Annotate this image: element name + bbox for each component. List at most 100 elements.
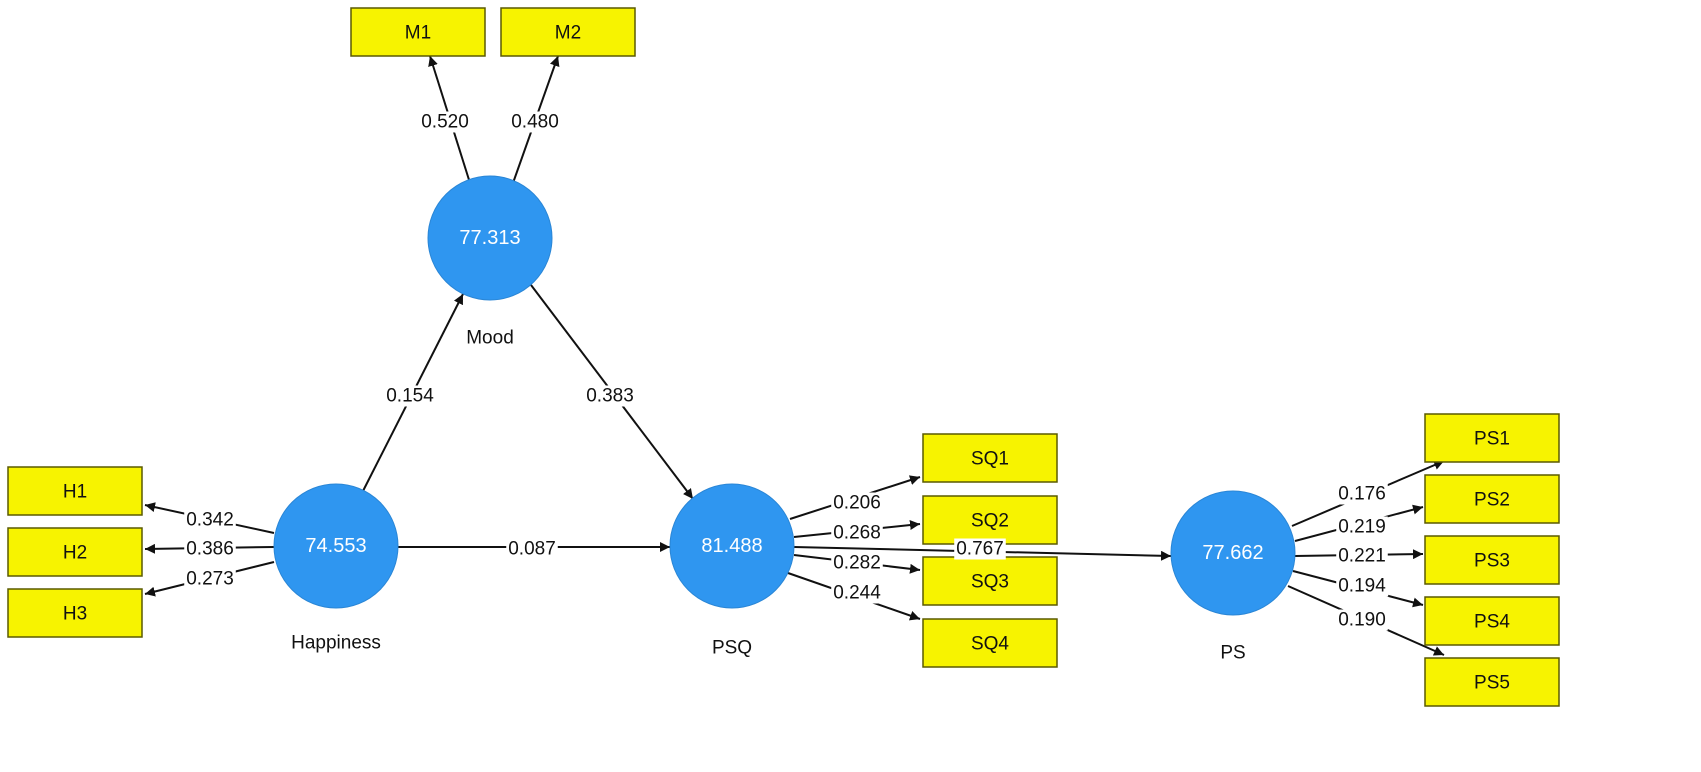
indicator-label: M2 <box>555 23 581 44</box>
indicator-M1[interactable]: M1 <box>350 7 486 57</box>
weights-layer: 0.154 0.383 0.087 0.767 0.520 0.480 0.342 0.386… <box>184 111 1389 631</box>
outer-weight-M2-text: 0.480 <box>511 112 559 133</box>
outer-weight-SQ1-text: 0.206 <box>833 493 881 514</box>
indicator-box <box>500 7 636 57</box>
indicator-PS5[interactable]: PS5 <box>1424 657 1560 707</box>
outer-weight-PS5: 0.190 <box>1336 609 1388 631</box>
outer-weight-SQ3-bg <box>831 552 883 574</box>
indicator-box <box>7 466 143 516</box>
indicator-SQ3[interactable]: SQ3 <box>922 556 1058 606</box>
indicator-box <box>922 495 1058 545</box>
outer-weight-PS4-text: 0.194 <box>1338 576 1386 597</box>
indicator-box <box>1424 413 1560 463</box>
indicator-label: PS2 <box>1474 490 1510 511</box>
indicator-box <box>1424 596 1560 646</box>
outer-weight-SQ4-text: 0.244 <box>833 583 881 604</box>
latent-name: PSQ <box>712 638 752 659</box>
outer-weight-PS4: 0.194 <box>1336 575 1389 597</box>
indicator-M2[interactable]: M2 <box>500 7 636 57</box>
indicator-box <box>1424 657 1560 707</box>
indicator-label: SQ2 <box>971 511 1009 532</box>
path-weight-psq-ps: 0.767 <box>954 538 1006 560</box>
indicator-label: H1 <box>63 482 87 503</box>
latent-value: 74.553 <box>305 535 366 557</box>
outer-weight-H2: 0.386 <box>184 538 236 560</box>
indicator-label: H3 <box>63 604 87 625</box>
path-weight-happiness-mood: 0.154 <box>384 385 437 407</box>
indicator-box <box>1424 474 1560 524</box>
latent-circle <box>427 175 553 301</box>
indicator-box <box>7 588 143 638</box>
indicator-label: M1 <box>405 23 431 44</box>
indicator-label: PS3 <box>1474 551 1510 572</box>
indicator-SQ2[interactable]: SQ2 <box>922 495 1058 545</box>
path-weight-mood-psq: 0.383 <box>584 385 636 407</box>
outer-weight-SQ3: 0.282 <box>831 552 883 574</box>
indicator-H3[interactable]: H3 <box>7 588 143 638</box>
indicator-box <box>922 618 1058 668</box>
indicator-label: PS4 <box>1474 612 1510 633</box>
path-weight-psq-ps-text: 0.767 <box>956 539 1004 560</box>
indicator-label: H2 <box>63 543 87 564</box>
latent-circle <box>273 483 399 609</box>
latent-name: PS <box>1220 643 1245 664</box>
indicator-label: PS5 <box>1474 673 1510 694</box>
outer-weight-PS2-text: 0.219 <box>1338 517 1386 538</box>
outer-weight-M2: 0.480 <box>509 111 561 133</box>
indicator-box <box>350 7 486 57</box>
outer-weight-H1-bg <box>184 509 236 531</box>
path-weight-happiness-psq-text: 0.087 <box>508 539 556 560</box>
outer-weight-PS2: 0.219 <box>1336 516 1388 538</box>
outer-weight-SQ1-bg <box>831 492 883 514</box>
outer-weight-PS1-bg <box>1336 483 1388 505</box>
outer-weight-SQ2-bg <box>831 522 883 544</box>
indicator-PS4[interactable]: PS4 <box>1424 596 1560 646</box>
outer-weight-M1-text: 0.520 <box>421 112 469 133</box>
outer-weight-H2-bg <box>184 538 236 560</box>
outer-weight-SQ2-text: 0.268 <box>833 523 881 544</box>
outer-weight-PS3-bg <box>1336 545 1388 567</box>
indicator-box <box>1424 535 1560 585</box>
outer-weight-PS2-bg <box>1336 516 1388 538</box>
indicator-SQ1[interactable]: SQ1 <box>922 433 1058 483</box>
outer-weight-H3-bg <box>184 568 236 590</box>
indicator-label: SQ1 <box>971 449 1009 470</box>
path-weight-happiness-mood-bg <box>384 385 437 407</box>
outer-weight-H1: 0.342 <box>184 509 236 531</box>
path-weight-happiness-psq: 0.087 <box>506 538 558 560</box>
indicator-PS3[interactable]: PS3 <box>1424 535 1560 585</box>
latent-value: 77.313 <box>459 227 520 249</box>
outer-weight-H3-text: 0.273 <box>186 569 234 590</box>
outer-weight-M1-bg <box>419 111 471 133</box>
outer-weight-H3: 0.273 <box>184 568 236 590</box>
outer-weight-PS3-text: 0.221 <box>1338 546 1386 567</box>
outer-weight-PS1-text: 0.176 <box>1338 484 1386 505</box>
latent-circle <box>1170 490 1296 616</box>
indicator-H1[interactable]: H1 <box>7 466 143 516</box>
indicator-label: SQ4 <box>971 634 1009 655</box>
outer-weight-SQ4-bg <box>831 582 884 604</box>
latent-value: 77.662 <box>1202 542 1263 564</box>
path-weight-happiness-psq-bg <box>506 538 558 560</box>
latent-circle <box>669 483 795 609</box>
outer-weight-PS3: 0.221 <box>1336 545 1388 567</box>
outer-weight-PS5-text: 0.190 <box>1338 610 1386 631</box>
path-weight-mood-psq-bg <box>584 385 636 407</box>
outer-weight-PS1: 0.176 <box>1336 483 1388 505</box>
outer-weight-H1-text: 0.342 <box>186 510 234 531</box>
indicator-box <box>922 433 1058 483</box>
outer-weight-SQ3-text: 0.282 <box>833 553 881 574</box>
latent-name: Mood <box>466 328 514 349</box>
indicator-H2[interactable]: H2 <box>7 527 143 577</box>
indicator-box <box>7 527 143 577</box>
indicator-SQ4[interactable]: SQ4 <box>922 618 1058 668</box>
indicator-PS2[interactable]: PS2 <box>1424 474 1560 524</box>
indicator-label: PS1 <box>1474 429 1510 450</box>
indicator-PS1[interactable]: PS1 <box>1424 413 1560 463</box>
